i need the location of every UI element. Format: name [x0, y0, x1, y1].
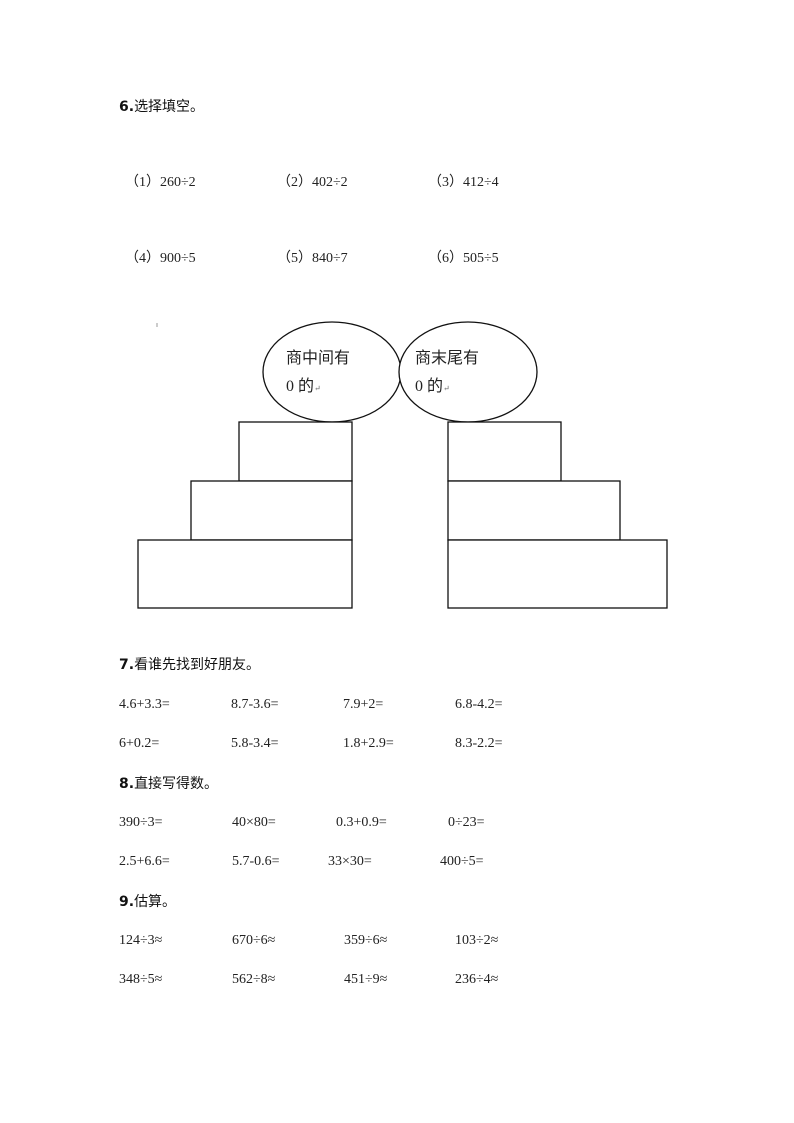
s9-r2-c3: 451÷9≈ [344, 972, 388, 987]
left-ellipse-label: 商中间有 0 的↵ [286, 345, 350, 403]
left-box-bottom[interactable] [137, 539, 353, 609]
s7-r2-c4: 8.3-2.2= [455, 736, 503, 751]
item-expression: 840÷7 [312, 251, 348, 266]
right-ellipse-label: 商末尾有 0 的↵ [415, 345, 479, 403]
s8-r1-c3: 0.3+0.9= [336, 815, 387, 830]
right-box-top[interactable] [447, 421, 562, 482]
item-label: （2） [277, 175, 312, 190]
choice-item-3: （3）412÷4 [428, 174, 499, 192]
s9-r1-c2: 670÷6≈ [232, 933, 276, 948]
s7-r2-c2: 5.8-3.4= [231, 736, 279, 751]
right-box-middle[interactable] [447, 480, 621, 541]
item-label: （1） [125, 175, 160, 190]
item-label: （6） [428, 251, 463, 266]
s7-r2-c3: 1.8+2.9= [343, 736, 394, 751]
right-ellipse-line1: 商末尾有 [415, 350, 480, 367]
section-9-heading: 9.估算。 [119, 893, 176, 911]
right-box-bottom[interactable] [447, 539, 668, 609]
paragraph-mark-icon: ↵ [314, 384, 321, 393]
s7-r1-c3: 7.9+2= [343, 697, 384, 712]
s9-r1-c4: 103÷2≈ [455, 933, 499, 948]
paragraph-mark-icon: ↵ [443, 384, 450, 393]
s9-r2-c2: 562÷8≈ [232, 972, 276, 987]
section-7-number: 7. [119, 657, 135, 673]
section-7-heading: 7.看谁先找到好朋友。 [119, 656, 260, 674]
left-box-top[interactable] [238, 421, 353, 482]
s7-r1-c4: 6.8-4.2= [455, 697, 503, 712]
item-expression: 412÷4 [463, 175, 499, 190]
s9-r1-c1: 124÷3≈ [119, 933, 163, 948]
section-6-heading: 6.选择填空。 [119, 98, 204, 116]
choice-item-2: （2）402÷2 [277, 174, 348, 192]
item-label: （3） [428, 175, 463, 190]
s8-r2-c4: 400÷5= [440, 854, 484, 869]
choice-item-1: （1）260÷2 [125, 174, 196, 192]
s8-r1-c4: 0÷23= [448, 815, 485, 830]
s7-r1-c2: 8.7-3.6= [231, 697, 279, 712]
item-expression: 402÷2 [312, 175, 348, 190]
section-7-title: 看谁先找到好朋友。 [134, 657, 261, 673]
choice-item-5: （5）840÷7 [277, 250, 348, 268]
section-8-heading: 8.直接写得数。 [119, 775, 218, 793]
section-9-title: 估算。 [134, 894, 177, 910]
s9-r2-c1: 348÷5≈ [119, 972, 163, 987]
item-label: （4） [125, 251, 160, 266]
section-9-number: 9. [119, 894, 135, 910]
item-expression: 505÷5 [463, 251, 499, 266]
section-6-number: 6. [119, 99, 135, 115]
s9-r1-c3: 359÷6≈ [344, 933, 388, 948]
section-6-title: 选择填空。 [134, 99, 205, 115]
item-label: （5） [277, 251, 312, 266]
right-ellipse-line2: 0 的 [415, 378, 444, 395]
section-8-number: 8. [119, 776, 135, 792]
s8-r1-c2: 40×80= [232, 815, 276, 830]
s8-r2-c1: 2.5+6.6= [119, 854, 170, 869]
item-expression: 260÷2 [160, 175, 196, 190]
s8-r2-c2: 5.7-0.6= [232, 854, 280, 869]
s8-r2-c3: 33×30= [328, 854, 372, 869]
left-ellipse-line2: 0 的 [286, 378, 315, 395]
left-box-middle[interactable] [190, 480, 353, 541]
s9-r2-c4: 236÷4≈ [455, 972, 499, 987]
choice-item-6: （6）505÷5 [428, 250, 499, 268]
s7-r2-c1: 6+0.2= [119, 736, 160, 751]
item-expression: 900÷5 [160, 251, 196, 266]
s7-r1-c1: 4.6+3.3= [119, 697, 170, 712]
left-ellipse-line1: 商中间有 [286, 350, 351, 367]
section-8-title: 直接写得数。 [134, 776, 219, 792]
s8-r1-c1: 390÷3= [119, 815, 163, 830]
choice-item-4: （4）900÷5 [125, 250, 196, 268]
